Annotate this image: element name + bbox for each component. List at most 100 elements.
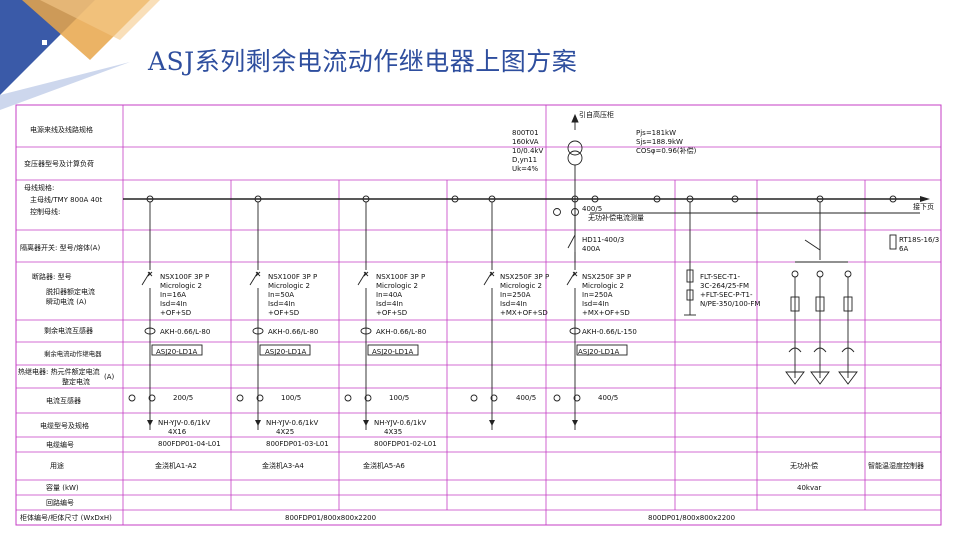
- capacitor-symbol: [838, 371, 858, 385]
- cable-arrow: [255, 420, 261, 426]
- ct-symbol: [128, 394, 136, 402]
- cable-arrow: [572, 420, 578, 426]
- capacitor-switch: [804, 239, 821, 251]
- breaker-cross: [489, 271, 495, 277]
- rct-symbol: [569, 327, 581, 335]
- bus-arrow: [920, 196, 930, 202]
- relay-box: [259, 344, 311, 356]
- spd-spec: FLT-SEC-T1-3C-264/25-FM+FLT-SEC-P-T1-N/P…: [700, 273, 761, 308]
- row-label-cable: 电缆型号及规格: [40, 422, 89, 430]
- rct-spec: AKH-0.66/L-80: [376, 328, 427, 336]
- feeder-use: 金浇机A5-A6: [363, 462, 405, 470]
- feeder-use: 金浇机A3-A4: [262, 462, 304, 470]
- row-label-rct: 剩余电流互感器: [44, 327, 93, 335]
- capacitor-symbol: [810, 371, 830, 385]
- row-label-trip-current: 脱扣器额定电流: [46, 288, 95, 296]
- row-label-transformer: 变压器型号及计算负荷: [24, 160, 94, 168]
- bus-tap-point: [451, 195, 459, 203]
- ct-symbol: [573, 394, 581, 402]
- row-label-use: 用途: [50, 462, 64, 470]
- row-label-busbar: 母线规格:: [24, 184, 55, 192]
- controller-use: 智能温湿度控制器: [868, 462, 924, 470]
- cable-arrow: [147, 420, 153, 426]
- relay-spec: ASJ20-LD1A: [156, 348, 198, 356]
- transformer-load: Pjs=181kW Sjs=188.9kW COSφ=0.96(补偿): [636, 129, 697, 155]
- ct-symbol: [490, 394, 498, 402]
- breaker-symbol: [357, 271, 367, 286]
- row-label-disconnector: 隔离器开关: 型号/熔体(A): [20, 244, 101, 252]
- relay-spec: ASJ20-LD1A: [578, 348, 620, 356]
- rct-spec: AKH-0.66/L-80: [268, 328, 319, 336]
- ct-symbol: [364, 394, 372, 402]
- cabinet-1: 800FDP01/800x800x2200: [285, 514, 377, 522]
- source-label: 引自高压柜: [579, 111, 614, 119]
- ct-symbol: [148, 394, 156, 402]
- row-label-setting: 整定电流: [62, 378, 90, 386]
- reactor-symbol: [813, 347, 827, 353]
- cable-number: 800FDP01-04-L01: [158, 440, 221, 448]
- ct-ratio: 400/5: [598, 394, 619, 402]
- row-label-capacity: 容量 (kW): [46, 484, 79, 492]
- ct-ratio: 400/5: [516, 394, 537, 402]
- bus-continuation-label: 接下页: [913, 203, 934, 211]
- relay-spec: ASJ20-LD1A: [372, 348, 414, 356]
- source-arrow: [571, 113, 579, 123]
- ct-symbol: [256, 394, 264, 402]
- row-label-instant-current: 瞬动电流 (A): [46, 298, 87, 306]
- incomer-ct-note: 无功补偿电流测量: [588, 214, 644, 222]
- cable-arrow: [489, 420, 495, 426]
- row-label-main-bus: 主母线/TMY 800A 40t: [30, 196, 103, 204]
- page-title: ASJ系列剩余电流动作继电器上图方案: [148, 47, 578, 76]
- rct-symbol: [144, 327, 156, 335]
- row-label-control-bus: 控制母线:: [30, 208, 61, 216]
- spd-box: [686, 269, 694, 283]
- capacitor-symbol: [785, 371, 805, 385]
- ct-symbol: [236, 394, 244, 402]
- incomer-disconnector: HD11-400/3 400A: [582, 236, 625, 253]
- cable-arrow: [363, 420, 369, 426]
- deco-bullet: [42, 40, 47, 45]
- capacitor-capacity: 40kvar: [797, 484, 822, 492]
- reactor-symbol: [841, 347, 855, 353]
- grid-rows: [16, 146, 941, 511]
- rct-spec: AKH-0.66/L-80: [160, 328, 211, 336]
- feeder-use: 金浇机A1-A2: [155, 462, 197, 470]
- breaker-symbol: [483, 271, 493, 286]
- relay-spec: ASJ20-LD1A: [265, 348, 307, 356]
- ct-symbol: [344, 394, 352, 402]
- row-label-cable-no: 电缆编号: [46, 441, 74, 449]
- row-label-source: 电源来线及线路规格: [30, 126, 93, 134]
- breaker-cross: [363, 271, 369, 277]
- ct-symbol: [470, 394, 478, 402]
- row-label-breaker: 断路器: 型号: [32, 273, 72, 281]
- rct-symbol: [360, 327, 372, 335]
- fuse-symbol: [889, 234, 897, 250]
- breaker-cross: [572, 271, 578, 277]
- row-label-relay: 剩余电流动作继电器: [44, 350, 102, 358]
- capacitor-fuse: [815, 296, 825, 312]
- breaker-cross: [147, 271, 153, 277]
- capacitor-fuse-node: [844, 270, 852, 278]
- breaker-symbol: [141, 271, 151, 286]
- rct-spec: AKH-0.66/L-150: [582, 328, 637, 336]
- cable-number: 800FDP01-03-L01: [266, 440, 329, 448]
- capacitor-use: 无功补偿: [790, 462, 818, 470]
- relay-box: [151, 344, 203, 356]
- relay-box: [576, 344, 628, 356]
- reactor-symbol: [788, 347, 802, 353]
- bus-tap-point: [591, 195, 599, 203]
- grid-columns: [122, 105, 866, 525]
- incomer-ct: 400/5: [582, 205, 603, 213]
- ct-symbol: [553, 394, 561, 402]
- transformer-spec: 800T01 160kVA 10/0.4kV D,yn11 Uk=4%: [512, 129, 544, 173]
- capacitor-fuse-node: [816, 270, 824, 278]
